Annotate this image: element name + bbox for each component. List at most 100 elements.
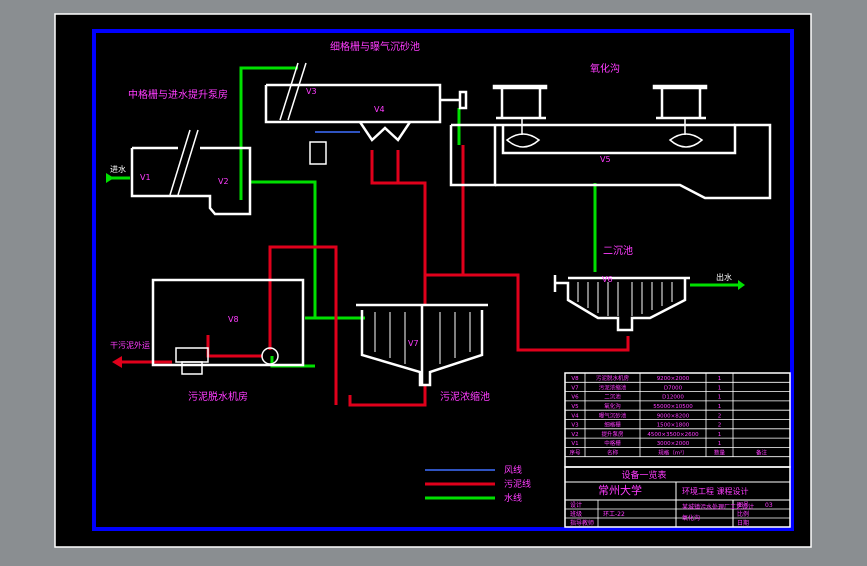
- unit-v6: V6: [602, 275, 613, 284]
- coarse-screen-rake: [169, 129, 191, 196]
- table-cell: 污泥脱水机房: [596, 374, 630, 382]
- ditch-left: [449, 125, 497, 187]
- title-block: 设备一览表 常州大学 环境工程 课程设计 设计 班级 指导教师 环工-22 某城…: [564, 466, 791, 528]
- fine-screen-rake: [279, 62, 299, 121]
- table-cell: D7000: [664, 385, 683, 391]
- sludge-line-grit: [370, 150, 400, 185]
- legend-label-air: 风线: [504, 464, 522, 476]
- label-outlet: 出水: [716, 272, 732, 282]
- dewatering-house: [151, 278, 305, 367]
- tb-drawing-no: 03: [765, 502, 773, 509]
- legend-label-sludge: 污泥线: [504, 478, 531, 490]
- grit-classifier: [309, 141, 327, 165]
- unit-v1: V1: [140, 173, 151, 182]
- table-cell: 1: [718, 432, 722, 438]
- table-cell: V8: [571, 376, 579, 382]
- legend: 风线 污泥线 水线: [425, 464, 531, 504]
- thickener-inner: [374, 312, 471, 364]
- water-line-pump-to-thickener: [250, 180, 365, 320]
- sludge-pump-icon: [261, 347, 279, 365]
- frame-border: [92, 29, 794, 531]
- table-header-cell: 数量: [714, 449, 726, 457]
- legend-label-water: 水线: [504, 492, 522, 504]
- tb-date-label: 日期: [737, 519, 749, 527]
- table-header-cell: 序号: [569, 449, 581, 457]
- table-cell: 1: [718, 395, 722, 401]
- table-cell: V4: [571, 413, 579, 419]
- tb-university: 常州大学: [598, 483, 642, 497]
- table-cell: 细格栅: [604, 421, 621, 429]
- structure-labels: 细格栅与曝气沉砂池 中格栅与进水提升泵房 氧化沟 二沉池 污泥脱水机房 污泥浓缩…: [128, 40, 633, 403]
- tb-designer: 设计: [570, 501, 582, 509]
- table-header-cell: 备注: [756, 449, 768, 457]
- coarse-screen-rake-2: [177, 129, 199, 196]
- table-cell: 提升泵房: [601, 430, 624, 438]
- table-cell: 氧化沟: [604, 402, 621, 410]
- table-cell: V5: [571, 404, 579, 410]
- aerator-2-deck: [652, 84, 708, 90]
- label-coarse-screen-pump: 中格栅与进水提升泵房: [128, 88, 228, 101]
- grit-hoppers: [358, 121, 412, 142]
- table-cell: 1: [718, 404, 722, 410]
- unit-v2: V2: [218, 177, 229, 186]
- aerator-1-rotor: [505, 133, 541, 148]
- table-cell: 曝气沉砂池: [599, 411, 627, 419]
- unit-v4: V4: [374, 105, 385, 114]
- table-cell: D12000: [662, 395, 684, 401]
- table-cell: 2: [718, 423, 722, 429]
- thickener-body: [360, 310, 484, 387]
- tb-class: 班级: [570, 510, 582, 518]
- pump-house: [130, 146, 252, 216]
- sludge-line-thickener-bottom: [348, 385, 427, 407]
- table-cell: 55000×10500: [653, 404, 693, 410]
- label-oxidation-ditch: 氧化沟: [590, 62, 620, 75]
- table-cell: V6: [571, 395, 579, 401]
- outlet-arrow-icon: [738, 280, 745, 290]
- table-cell: 二沉池: [604, 393, 621, 401]
- label-fine-screen-tank: 细格栅与曝气沉砂池: [330, 40, 420, 53]
- label-sludge-thickener: 污泥浓缩池: [440, 390, 490, 403]
- unit-v7: V7: [408, 339, 419, 348]
- unit-labels: V1 V2 V3 V4 V5 V6 V7 V8: [140, 87, 613, 348]
- grit-outlet-gate: [458, 90, 468, 110]
- label-secondary-clarifier: 二沉池: [603, 244, 633, 257]
- table-cell: 1: [718, 376, 722, 382]
- grit-chamber: [264, 83, 442, 124]
- title-block-frame: [564, 466, 791, 528]
- tb-drawing-no-label: 图号: [737, 502, 749, 509]
- table-cell: 9000×8200: [657, 413, 690, 419]
- table-cell: V7: [571, 385, 579, 391]
- fine-screen-rake-2: [287, 62, 307, 121]
- table-cell: 3000×2000: [657, 441, 690, 447]
- belt-press-base: [181, 361, 203, 375]
- tb-class-value: 环工-22: [603, 511, 625, 518]
- table-cell: 1: [718, 385, 722, 391]
- equipment-details: [169, 62, 704, 375]
- ditch-body: [495, 123, 772, 200]
- clarifier-inner: [577, 282, 673, 316]
- flow-labels: 进水 出水 干污泥外运: [110, 164, 732, 350]
- table-cell: 4500×3500×2600: [647, 432, 699, 438]
- tb-scale-label: 比例: [737, 510, 749, 518]
- label-cake-out: 干污泥外运: [110, 340, 150, 350]
- clarifier-body: [555, 278, 687, 332]
- tb-course: 环境工程 课程设计: [682, 486, 749, 496]
- sludge-line-to-dewater: [268, 245, 338, 405]
- table-caption: 设备一览表: [621, 469, 666, 481]
- table-cell: 污泥浓缩池: [599, 383, 627, 391]
- aerator-2-rotor: [668, 133, 704, 148]
- table-cell: 9200×2000: [657, 376, 690, 382]
- water-line-pump-to-screen: [239, 66, 298, 200]
- structures: [130, 83, 772, 387]
- tb-drawing: 氧化沟: [682, 514, 700, 522]
- tb-check: 指导教师: [570, 519, 594, 527]
- table-header-cell: 名称: [607, 449, 619, 457]
- unit-v5: V5: [600, 155, 611, 164]
- unit-v3: V3: [306, 87, 317, 96]
- table-cell: 1500×1800: [657, 423, 690, 429]
- aerator-1-deck: [492, 84, 548, 90]
- table-cell: V1: [571, 441, 578, 447]
